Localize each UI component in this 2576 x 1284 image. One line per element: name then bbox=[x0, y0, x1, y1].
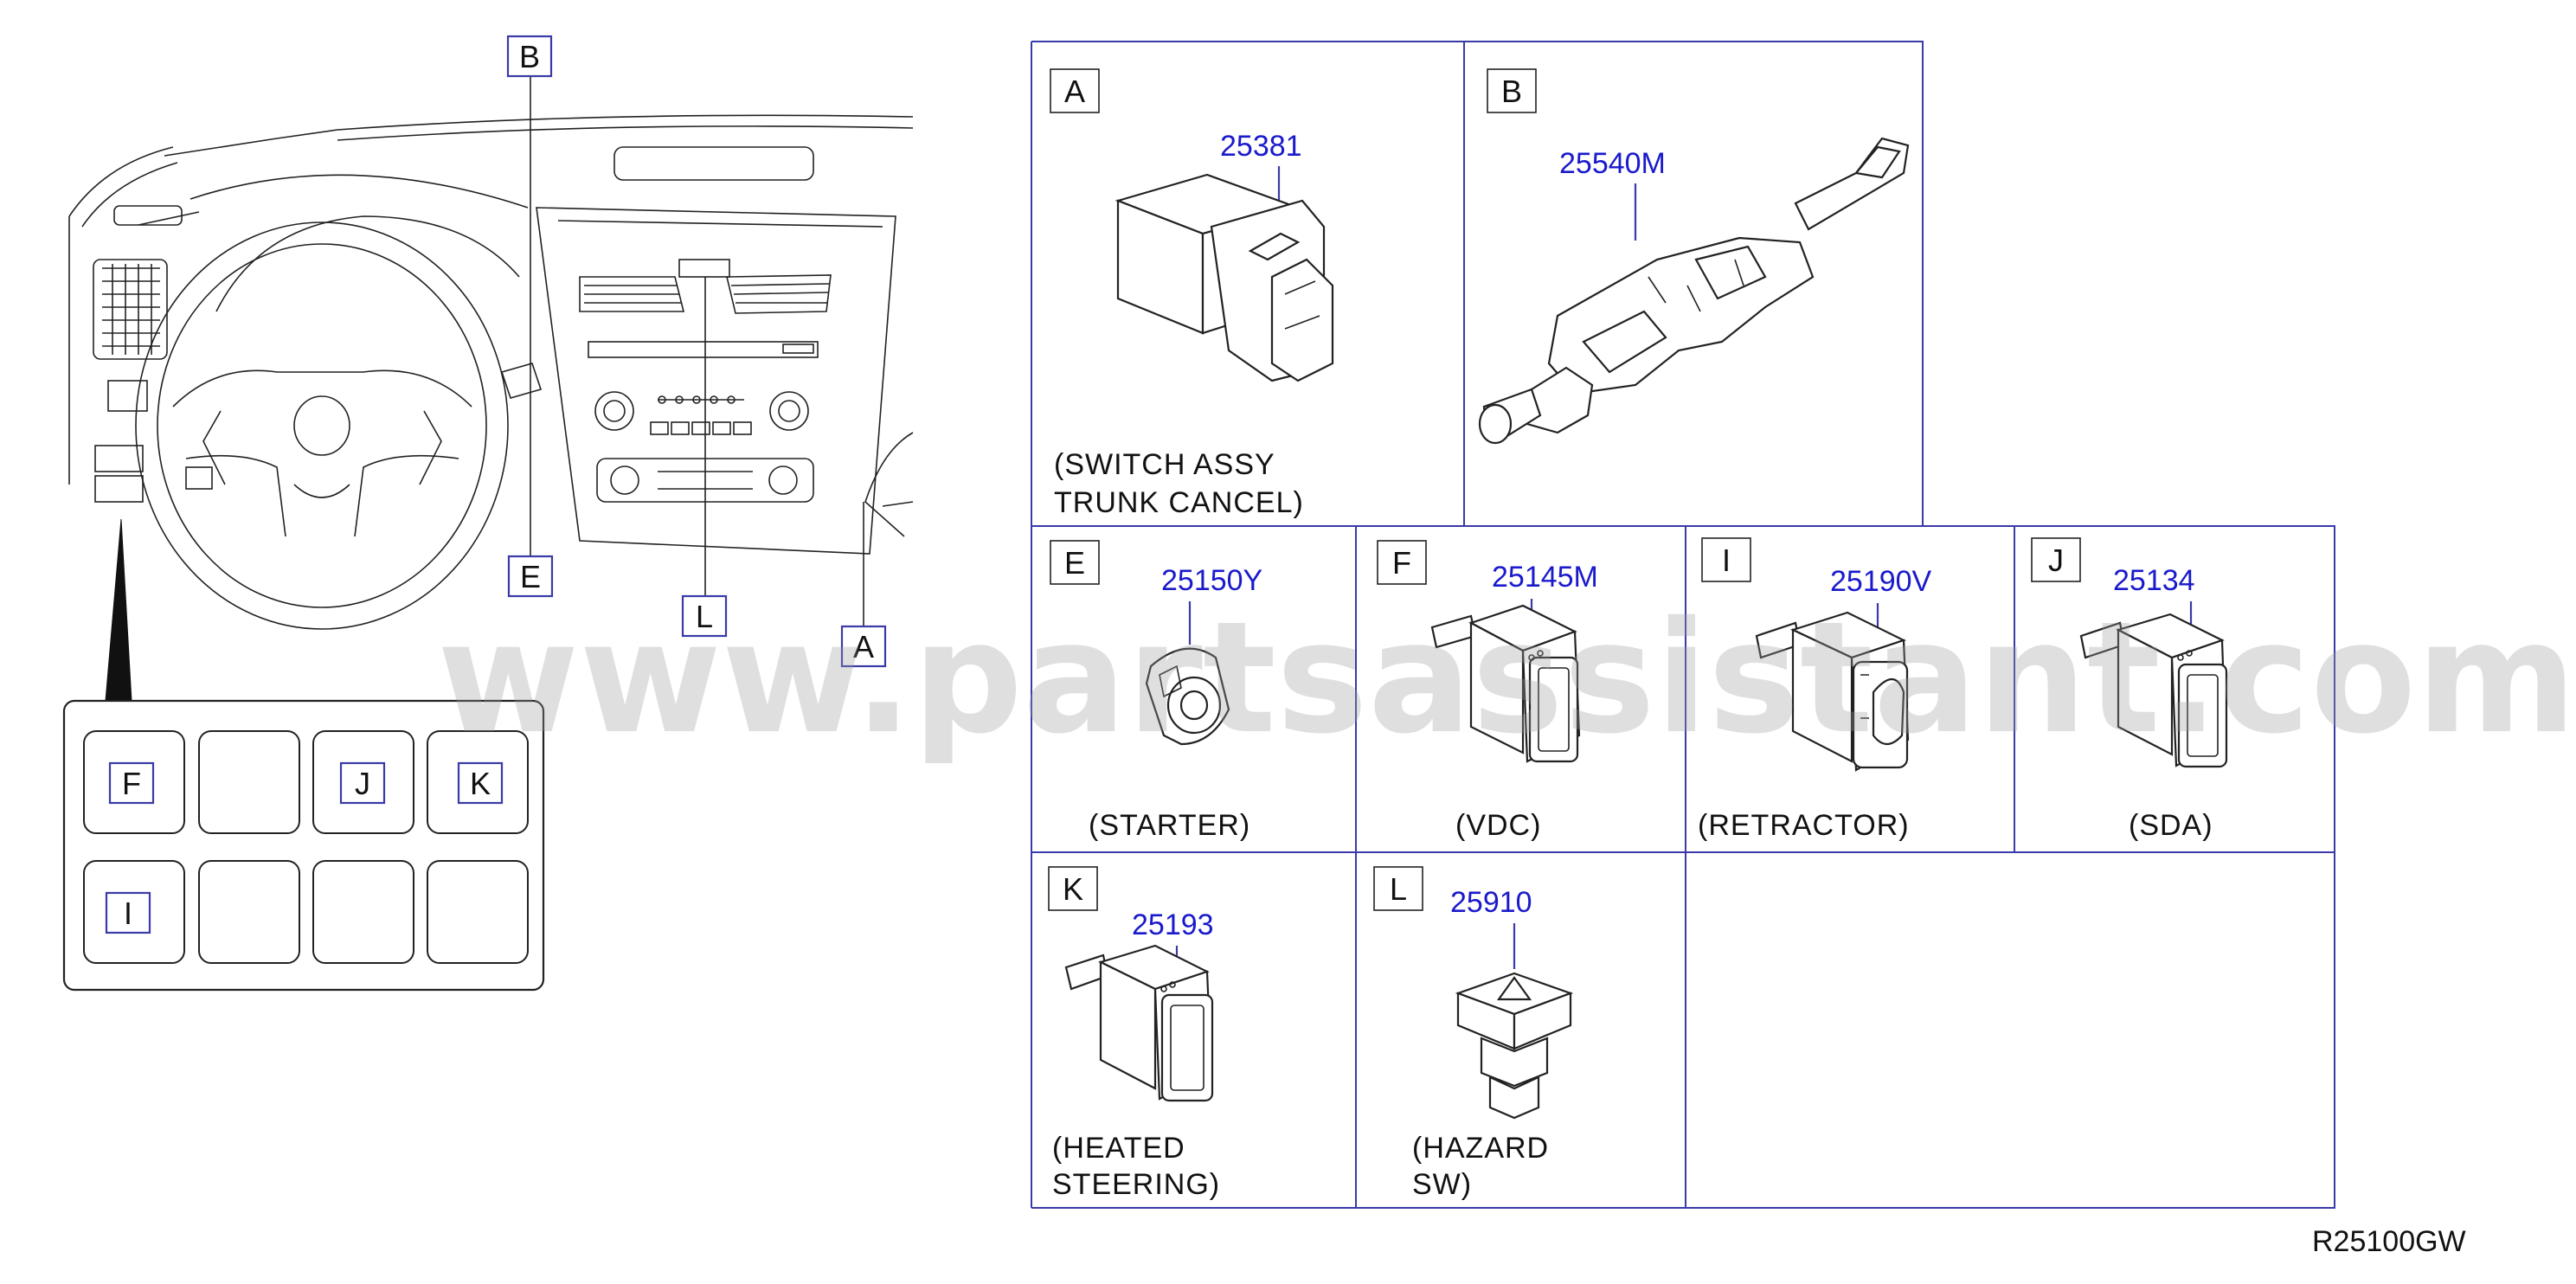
dashboard-illustration bbox=[68, 114, 914, 702]
svg-text:(HAZARD: (HAZARD bbox=[1412, 1132, 1549, 1165]
svg-text:(SWITCH ASSY: (SWITCH ASSY bbox=[1054, 448, 1275, 481]
panel-E-starter: E 25150Y (STARTER) bbox=[1050, 540, 1262, 842]
vdc-switch-drawing bbox=[1430, 604, 1581, 763]
switch-panel-inset: F J K I bbox=[62, 699, 545, 992]
panel-L-hazard-switch: L 25910 (HAZARD SW) bbox=[1373, 866, 1574, 1201]
svg-text:SW): SW) bbox=[1412, 1168, 1472, 1201]
inset-callout-I: I bbox=[105, 891, 151, 934]
inset-callout-K: K bbox=[457, 761, 504, 805]
callout-E: E bbox=[507, 555, 554, 598]
callout-A: A bbox=[840, 625, 887, 668]
svg-text:(RETRACTOR): (RETRACTOR) bbox=[1698, 809, 1910, 842]
part-number-25381: 25381 bbox=[1220, 130, 1302, 163]
svg-text:E: E bbox=[1064, 545, 1085, 581]
retractor-switch-drawing bbox=[1755, 611, 1910, 772]
svg-text:J: J bbox=[355, 766, 370, 801]
heated-steering-switch-drawing bbox=[1064, 944, 1214, 1102]
svg-text:(STARTER): (STARTER) bbox=[1089, 809, 1250, 842]
diagram-code: R25100GW bbox=[2312, 1225, 2466, 1258]
part-number-25190V: 25190V bbox=[1830, 565, 1932, 598]
panel-K-heated-steering: K 25193 (HEATED STEERING) bbox=[1048, 866, 1220, 1201]
dashboard-leader-lines bbox=[530, 75, 864, 627]
svg-text:L: L bbox=[696, 599, 713, 634]
svg-text:I: I bbox=[1722, 542, 1731, 578]
callout-B: B bbox=[506, 35, 553, 78]
inset-callout-F: F bbox=[108, 761, 155, 805]
panel-J-sda: J 25134 (SDA) bbox=[2031, 537, 2228, 842]
svg-text:(VDC): (VDC) bbox=[1455, 809, 1541, 842]
svg-text:B: B bbox=[1501, 74, 1522, 109]
panel-I-retractor: I 25190V (RETRACTOR) bbox=[1698, 537, 1932, 842]
svg-text:K: K bbox=[1063, 871, 1083, 907]
part-number-25150Y: 25150Y bbox=[1161, 564, 1262, 597]
svg-text:J: J bbox=[2048, 542, 2064, 578]
panel-F-vdc: F 25145M (VDC) bbox=[1377, 540, 1598, 842]
hazard-switch-drawing bbox=[1455, 972, 1574, 1120]
part-number-25145M: 25145M bbox=[1492, 561, 1598, 594]
parts-grid bbox=[1031, 41, 2335, 1209]
part-number-25193: 25193 bbox=[1132, 908, 1214, 941]
starter-switch-drawing bbox=[1145, 647, 1230, 746]
svg-text:K: K bbox=[470, 766, 491, 801]
svg-text:L: L bbox=[1390, 871, 1407, 907]
part-number-25134: 25134 bbox=[2113, 564, 2195, 597]
svg-text:A: A bbox=[1064, 74, 1085, 109]
svg-text:TRUNK CANCEL): TRUNK CANCEL) bbox=[1054, 486, 1304, 519]
svg-text:I: I bbox=[124, 896, 132, 931]
inset-callout-J: J bbox=[339, 761, 386, 805]
svg-text:B: B bbox=[519, 39, 540, 74]
watermark-text: www.partsassistant.com bbox=[437, 588, 2576, 767]
svg-text:F: F bbox=[122, 766, 141, 801]
svg-text:STEERING): STEERING) bbox=[1052, 1168, 1220, 1201]
svg-text:E: E bbox=[520, 559, 541, 594]
svg-text:(HEATED: (HEATED bbox=[1052, 1132, 1185, 1165]
panel-A-trunk-cancel-switch: A 25381 (SWITCH ASSY TRUNK CANCEL) bbox=[1050, 68, 1334, 519]
panel-B-combination-switch: B 25540M bbox=[1478, 68, 1910, 445]
combination-switch-drawing bbox=[1478, 137, 1910, 445]
svg-text:(SDA): (SDA) bbox=[2129, 809, 2213, 842]
sda-switch-drawing bbox=[2079, 613, 2228, 768]
callout-L: L bbox=[681, 594, 728, 638]
trunk-cancel-switch-drawing bbox=[1115, 173, 1334, 382]
part-number-25540M: 25540M bbox=[1559, 147, 1666, 180]
svg-text:A: A bbox=[853, 629, 874, 664]
svg-text:F: F bbox=[1392, 545, 1411, 581]
part-number-25910: 25910 bbox=[1450, 886, 1532, 919]
